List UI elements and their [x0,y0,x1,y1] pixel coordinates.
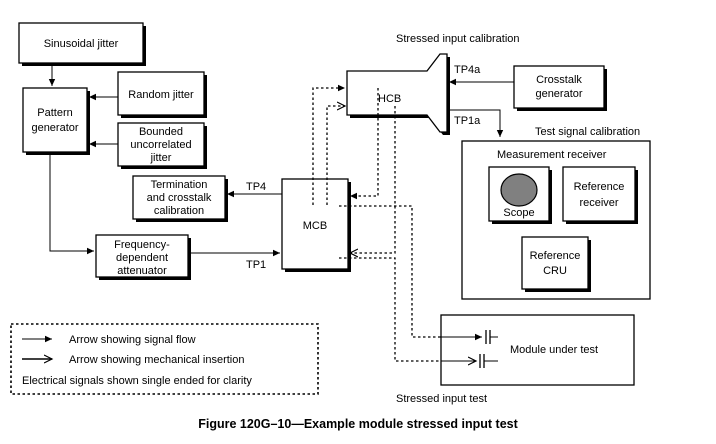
crosstalk-generator-block: Crosstalk generator [513,65,607,111]
tp4-label: TP4 [246,181,266,193]
termination-crosstalk-calibration-block: Termination and crosstalk calibration [132,175,228,222]
crosstalk-generator-label-2: generator [535,88,582,100]
hcb-to-mcb-path-bottom [350,106,396,253]
hcb-fixture: HCB [346,53,450,135]
bounded-jitter-label-1: Bounded [139,126,183,138]
scope-screen-icon [500,173,538,207]
reference-cru-label-1: Reference [530,250,581,262]
mcb-label: MCB [303,220,327,232]
legend-signal-flow-label: Arrow showing signal flow [69,334,196,346]
scope-block: Scope [488,166,552,224]
attenuator-label-3: attenuator [117,265,167,277]
reference-cru-label-2: CRU [543,265,567,277]
sinusoidal-jitter-label: Sinusoidal jitter [44,38,119,50]
reference-cru-block: Reference CRU [521,236,591,292]
pattern-to-attenuator-arrow [49,152,94,255]
scope-label: Scope [503,207,534,219]
random-jitter-block: Random jitter [117,71,207,118]
random-jitter-label: Random jitter [128,89,194,101]
legend-box [10,323,319,395]
bounded-jitter-label-2: uncorrelated [130,139,191,151]
attenuator-label-2: dependent [116,252,168,264]
hcb-to-measurement-arrow [447,109,504,137]
bounded-uncorrelated-jitter-block: Bounded uncorrelated jitter [117,122,207,169]
pattern-generator-block: Pattern generator [22,87,90,155]
capacitor-top-icon [441,330,498,344]
hcb-to-mcb-path-top [350,88,379,200]
module-under-test-label: Module under test [510,344,598,356]
capacitor-bottom-icon [441,354,498,368]
mcb-to-hcb-path-top [312,84,345,205]
tp1a-label: TP1a [454,115,481,127]
attenuator-label-1: Frequency- [114,239,170,251]
figure-caption: Figure 120G–10—Example module stressed i… [198,417,518,431]
tp1-label: TP1 [246,259,266,271]
mcb-block: MCB [281,178,351,272]
pattern-generator-label-1: Pattern [37,107,72,119]
measurement-receiver-label: Measurement receiver [497,149,607,161]
sinusoidal-jitter-block: Sinusoidal jitter [18,22,146,66]
crosstalk-generator-label-1: Crosstalk [536,74,582,86]
stressed-input-calibration-label: Stressed input calibration [396,33,520,45]
mcb-to-hcb-path-bottom [326,106,345,205]
mcb-to-module-path-bottom [339,257,441,362]
stressed-input-test-label: Stressed input test [396,393,487,405]
reference-receiver-label-1: Reference [574,181,625,193]
pattern-generator-label-2: generator [31,122,78,134]
frequency-dependent-attenuator-block: Frequency- dependent attenuator [95,234,191,280]
test-signal-calibration-label: Test signal calibration [535,126,640,138]
tp4a-label: TP4a [454,64,481,76]
hcb-label: HCB [378,93,401,105]
legend-note: Electrical signals shown single ended fo… [22,375,252,387]
reference-receiver-label-2: receiver [579,197,618,209]
reference-receiver-block: Reference receiver [562,166,638,224]
module-under-test-block [440,314,635,386]
termination-label-2: and crosstalk [147,192,212,204]
termination-label-3: calibration [154,205,204,217]
mcb-to-module-path-top [339,205,441,338]
legend-mechanical-insertion-label: Arrow showing mechanical insertion [69,354,244,366]
termination-label-1: Termination [151,179,208,191]
bounded-jitter-label-3: jitter [150,152,172,164]
